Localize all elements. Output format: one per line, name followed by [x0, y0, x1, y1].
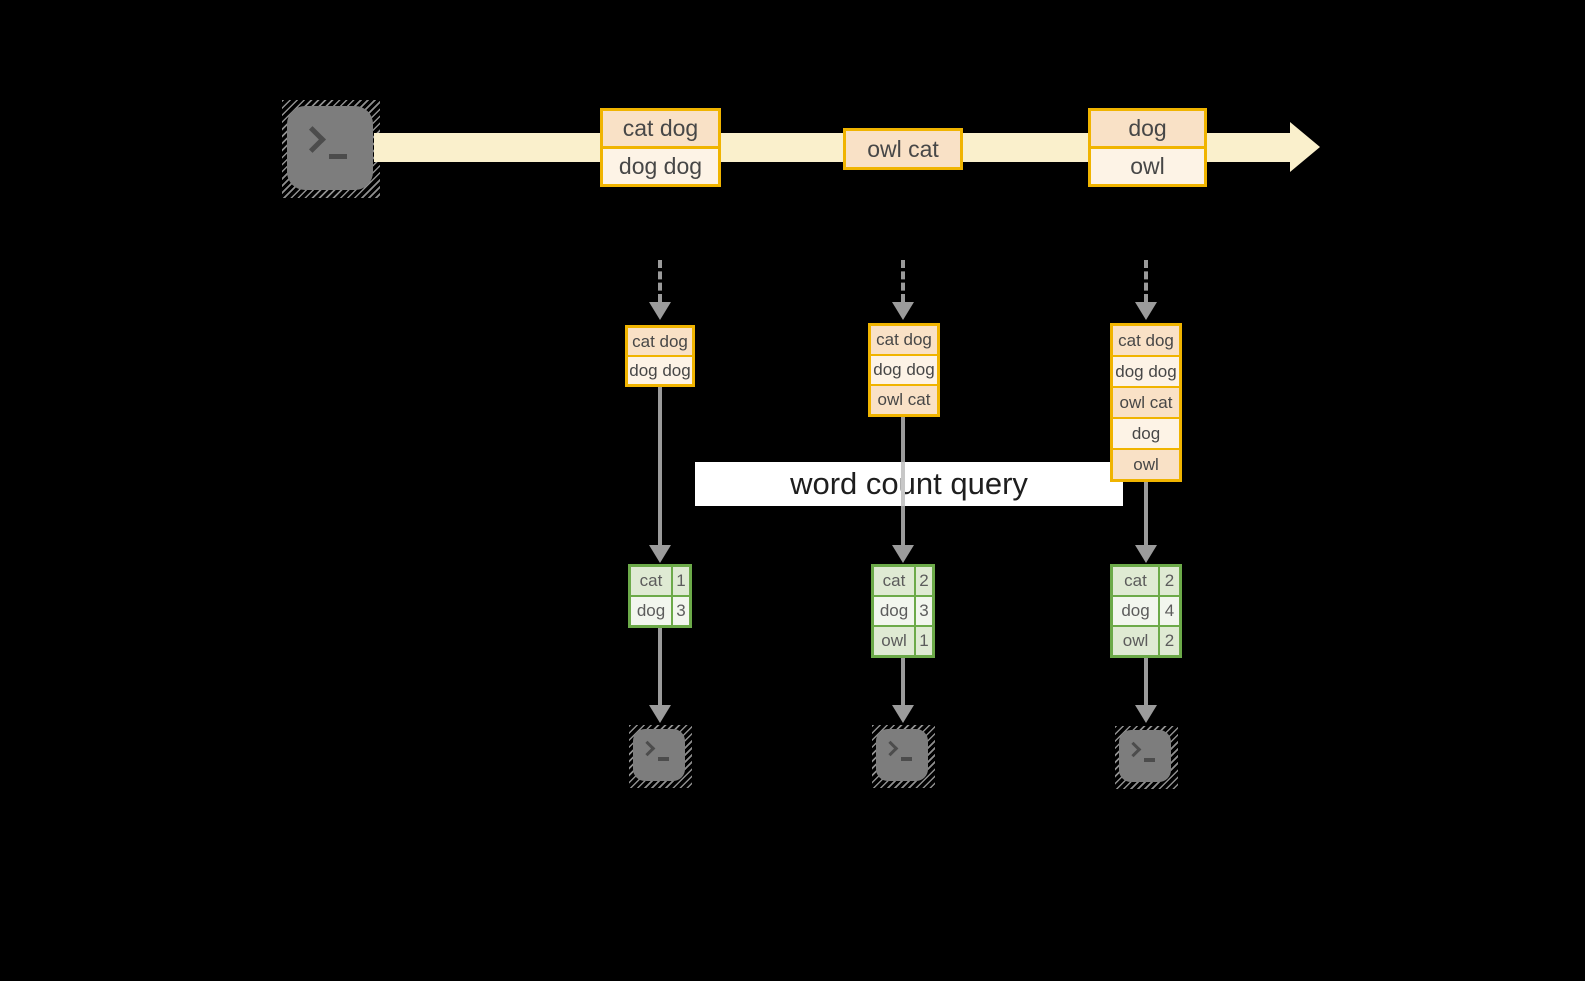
query-label-band: word count query: [695, 462, 1123, 506]
table-row: owl 1: [874, 625, 932, 655]
count-cell: 2: [1160, 627, 1179, 655]
word-cell: owl: [874, 627, 916, 655]
micro-batch-stack-3: cat dog dog dog owl cat dog owl: [1110, 323, 1182, 482]
word-cell: cat: [631, 567, 673, 595]
word-cell: dog: [874, 597, 916, 625]
terminal-prompt-underscore-icon: [329, 154, 347, 159]
table-row: cat 2: [1113, 567, 1179, 595]
output-arrow-1-line: [658, 628, 662, 705]
count-cell: 1: [673, 567, 689, 595]
query-arrow-2-overlay-line: [901, 462, 905, 506]
stack-3-row: owl cat: [1113, 386, 1179, 417]
terminal-icon-1: [633, 729, 685, 781]
word-cell: cat: [874, 567, 916, 595]
count-cell: 3: [916, 597, 932, 625]
query-arrow-3-line: [1144, 482, 1148, 545]
query-arrow-3-head: [1135, 545, 1157, 563]
count-cell: 1: [916, 627, 932, 655]
stream-batch-1-line: dog dog: [603, 146, 718, 184]
count-cell: 3: [673, 597, 689, 625]
query-arrow-1-head: [649, 545, 671, 563]
terminal-prompt-underscore-icon: [901, 757, 912, 761]
micro-batch-stack-2: cat dog dog dog owl cat: [868, 323, 940, 417]
table-row: dog 3: [631, 595, 689, 625]
output-arrow-2-line: [901, 658, 905, 705]
table-row: owl 2: [1113, 625, 1179, 655]
terminal-prompt-chevron-icon: [639, 740, 656, 757]
table-row: cat 1: [631, 567, 689, 595]
table-row: dog 3: [874, 595, 932, 625]
query-arrow-1-line: [658, 387, 662, 545]
terminal-prompt-chevron-icon: [299, 126, 326, 153]
stack-1-row: dog dog: [628, 355, 692, 384]
terminal-prompt-chevron-icon: [1125, 741, 1142, 758]
query-arrow-2-head: [892, 545, 914, 563]
word-cell: dog: [631, 597, 673, 625]
output-arrow-3-head: [1135, 705, 1157, 723]
stream-batch-1: cat dog dog dog: [600, 108, 721, 187]
word-cell: dog: [1113, 597, 1160, 625]
word-cell: cat: [1113, 567, 1160, 595]
stream-arrow-head: [1290, 122, 1320, 172]
output-arrow-2-head: [892, 705, 914, 723]
dashed-arrow-3-line: [1144, 260, 1148, 302]
terminal-icon-2: [876, 729, 928, 781]
query-label: word count query: [790, 466, 1028, 501]
stream-batch-3-line: dog: [1091, 111, 1204, 146]
dashed-arrow-2-line: [901, 260, 905, 302]
stream-batch-2-line: owl cat: [846, 131, 960, 167]
word-count-table-1: cat 1 dog 3: [628, 564, 692, 628]
count-cell: 2: [1160, 567, 1179, 595]
stack-3-row: dog dog: [1113, 355, 1179, 386]
output-arrow-3-line: [1144, 658, 1148, 705]
terminal-icon-source: [287, 106, 373, 190]
terminal-prompt-underscore-icon: [1144, 758, 1155, 762]
terminal-icon-3: [1119, 730, 1171, 782]
stack-2-row: owl cat: [871, 384, 937, 414]
stack-3-row: cat dog: [1113, 326, 1179, 355]
dashed-arrow-1-head: [649, 302, 671, 320]
stack-3-row: owl: [1113, 448, 1179, 479]
dashed-arrow-3-head: [1135, 302, 1157, 320]
stream-batch-3-line: owl: [1091, 146, 1204, 184]
stream-batch-2: owl cat: [843, 128, 963, 170]
table-row: dog 4: [1113, 595, 1179, 625]
word-count-table-3: cat 2 dog 4 owl 2: [1110, 564, 1182, 658]
word-count-table-2: cat 2 dog 3 owl 1: [871, 564, 935, 658]
dashed-arrow-1-line: [658, 260, 662, 302]
stack-3-row: dog: [1113, 417, 1179, 448]
dashed-arrow-2-head: [892, 302, 914, 320]
terminal-prompt-chevron-icon: [882, 740, 899, 757]
stream-batch-1-line: cat dog: [603, 111, 718, 146]
stack-2-row: dog dog: [871, 354, 937, 384]
micro-batch-stack-1: cat dog dog dog: [625, 325, 695, 387]
stack-1-row: cat dog: [628, 328, 692, 355]
output-arrow-1-head: [649, 705, 671, 723]
stack-2-row: cat dog: [871, 326, 937, 354]
terminal-prompt-underscore-icon: [658, 757, 669, 761]
count-cell: 4: [1160, 597, 1179, 625]
count-cell: 2: [916, 567, 932, 595]
table-row: cat 2: [874, 567, 932, 595]
stream-batch-3: dog owl: [1088, 108, 1207, 187]
word-cell: owl: [1113, 627, 1160, 655]
